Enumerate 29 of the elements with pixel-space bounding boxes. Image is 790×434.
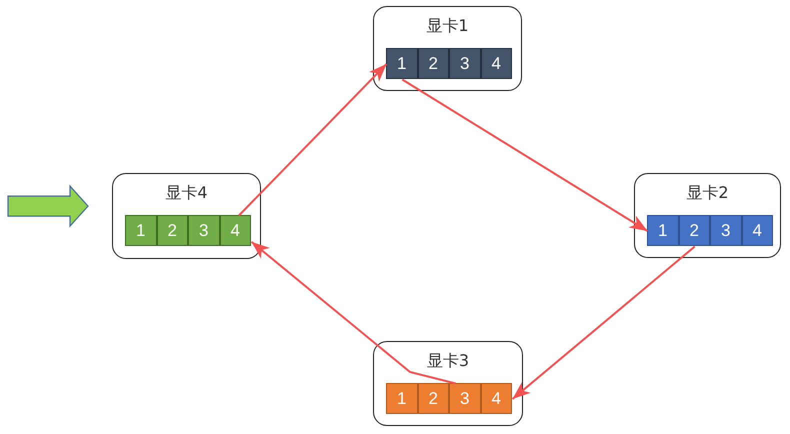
array-cell: 2	[418, 383, 449, 414]
box-title: 显卡4	[165, 183, 208, 204]
array-cell: 3	[449, 48, 480, 79]
rounded-box	[373, 341, 523, 426]
arrow	[250, 241, 456, 384]
array-cell: 2	[156, 215, 188, 246]
array-cell: 3	[449, 383, 480, 414]
array-cell: 1	[386, 383, 418, 414]
array-cell: 3	[188, 215, 220, 246]
array-cell: 4	[742, 215, 773, 246]
array-cell: 1	[647, 215, 678, 246]
rounded-box	[112, 173, 261, 259]
array-cell: 2	[678, 215, 710, 246]
box-title: 显卡1	[426, 16, 469, 37]
rounded-box	[634, 173, 781, 258]
arrow	[238, 63, 388, 216]
box-title: 显卡2	[686, 183, 729, 204]
arrow	[402, 78, 648, 232]
array-cell: 4	[480, 383, 512, 414]
array-cell: 1	[125, 215, 156, 246]
box-title: 显卡3	[426, 351, 470, 372]
block-arrow	[7, 184, 89, 228]
rounded-box	[373, 6, 522, 91]
array-cell: 1	[386, 48, 418, 79]
array-cell: 3	[710, 215, 742, 246]
array-cell: 4	[480, 48, 512, 79]
array-cell: 4	[220, 215, 251, 246]
arrow	[512, 246, 696, 400]
array-cell: 2	[418, 48, 449, 79]
